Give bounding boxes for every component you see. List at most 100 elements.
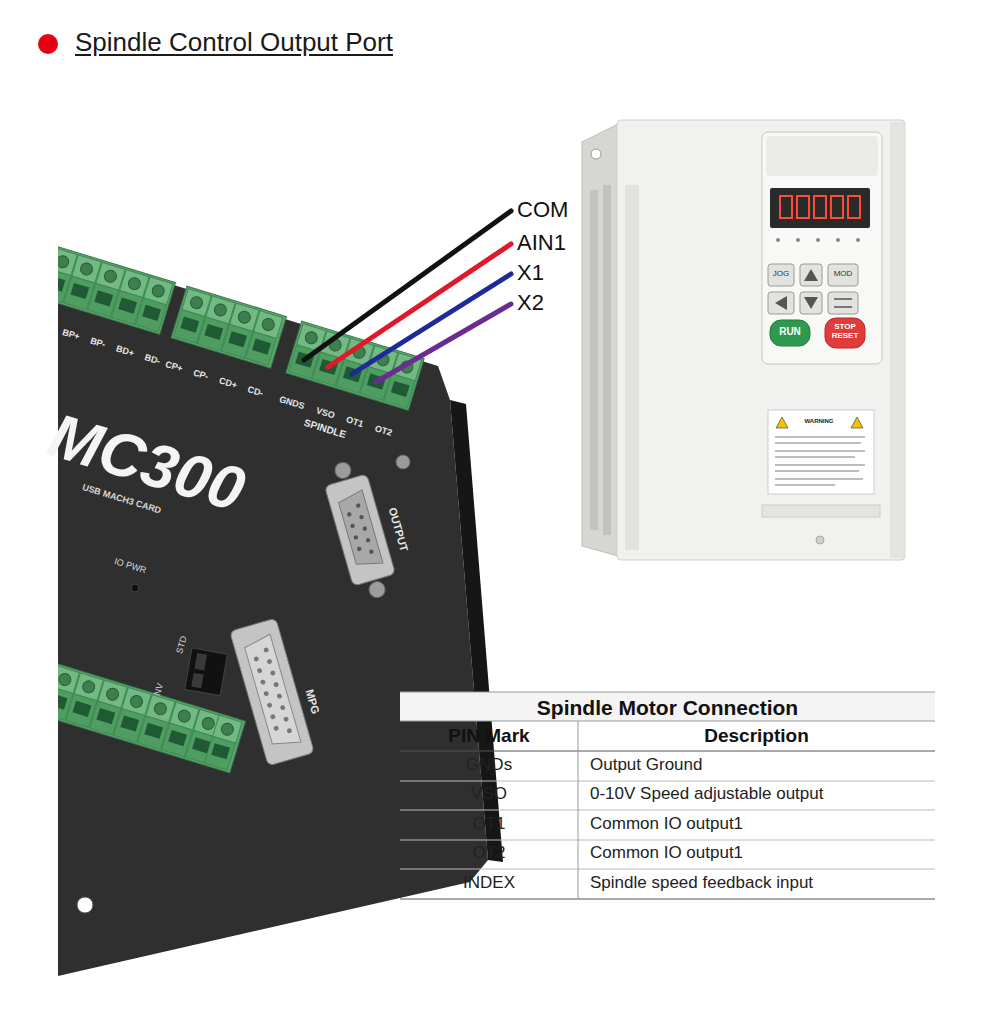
signal-name: COM [517,197,568,223]
table-cell: GNDs [400,755,578,775]
connector-screw [333,461,353,481]
pin [263,691,269,697]
text-line [775,470,859,472]
keypad-top [766,136,878,176]
warning-icon [851,417,863,428]
key-label: MOD [828,269,858,279]
warning-sticker [768,410,874,494]
key-button [800,292,822,314]
pin [365,537,370,542]
pin [273,682,279,688]
pin [359,514,364,519]
table-cell: OT2 [400,843,578,863]
key-button [800,264,822,286]
signal-name: AIN1 [517,230,566,256]
connector-face [243,634,301,749]
terminal-strip [58,244,424,410]
text-line [775,464,865,466]
table-cell: 0-10V Speed adjustable output [590,784,823,804]
text-line [775,442,861,444]
text-line [775,484,835,486]
table-rule [400,692,935,693]
terminal [245,311,283,366]
pin [362,526,367,531]
section-title: Spindle Control Output Port [75,27,393,58]
table-cell: Output Ground [590,755,702,775]
pin [270,714,276,720]
table-cell: VSO [400,784,578,804]
digit [831,196,843,218]
pin [267,659,273,665]
table-cell: Spindle speed feedback input [590,873,813,893]
switch-lever [194,653,207,670]
signal-name: X2 [517,290,544,316]
vfd-side [582,124,618,556]
pin [276,693,282,699]
nameplate [762,505,880,517]
pin [280,705,286,711]
db15-connector [230,618,315,766]
pin [253,656,259,662]
connector-pins [252,647,293,737]
key-label: JOG [768,269,794,279]
arrow-left-icon [775,296,787,310]
table-rule [400,751,935,752]
pin [350,523,355,528]
terminal-label: CP+ CP- CD+ CD- [164,359,265,399]
vent [603,185,611,535]
digit [848,196,860,218]
vfd-front [617,120,905,560]
table-title: Spindle Motor Connection [400,695,935,720]
table-cell: INDEX [400,873,578,893]
table-rule [400,810,935,811]
text-line [775,436,865,438]
table-rule [400,899,935,900]
port-label: OUTPUT [385,506,410,553]
indicator [856,238,860,242]
key-button [828,292,858,314]
indicator [796,238,800,242]
indicator [836,238,840,242]
connector-screw [367,580,387,600]
pin [353,535,358,540]
pin [273,725,279,731]
pin [263,647,269,653]
table-grid [400,692,935,899]
signal-name: X1 [517,260,544,286]
arrow-down-icon [804,297,818,309]
signal-wires [304,211,511,382]
table-rule [400,840,935,841]
key-icon [834,306,852,308]
warning-icon [776,417,788,428]
switch-lever [191,673,203,689]
port-label: MPG [302,688,322,716]
text-line [775,450,865,452]
indicator-label: IO PWR [113,556,148,576]
table-rule [400,721,935,722]
wire [328,244,511,367]
indicator [776,238,780,242]
pin [347,512,352,517]
table-cell: OT1 [400,814,578,834]
switch-body [185,648,228,696]
pin [355,503,360,508]
pin [270,670,276,676]
sticker-text-lines [775,436,865,486]
key-label: RUN [770,326,810,338]
vent [625,185,639,550]
indicator [816,238,820,242]
table-rule [578,721,579,899]
text-line [775,478,863,480]
key-label: STOP RESET [825,323,865,341]
display [770,188,870,228]
run-button [770,320,810,346]
wire [376,304,511,382]
table-cell: Common IO output1 [590,814,743,834]
pin [257,668,263,674]
vfd-edge [890,122,904,558]
pin [356,546,361,551]
terminal-block [171,286,286,368]
pin [283,716,289,722]
connector-pins [345,503,374,558]
